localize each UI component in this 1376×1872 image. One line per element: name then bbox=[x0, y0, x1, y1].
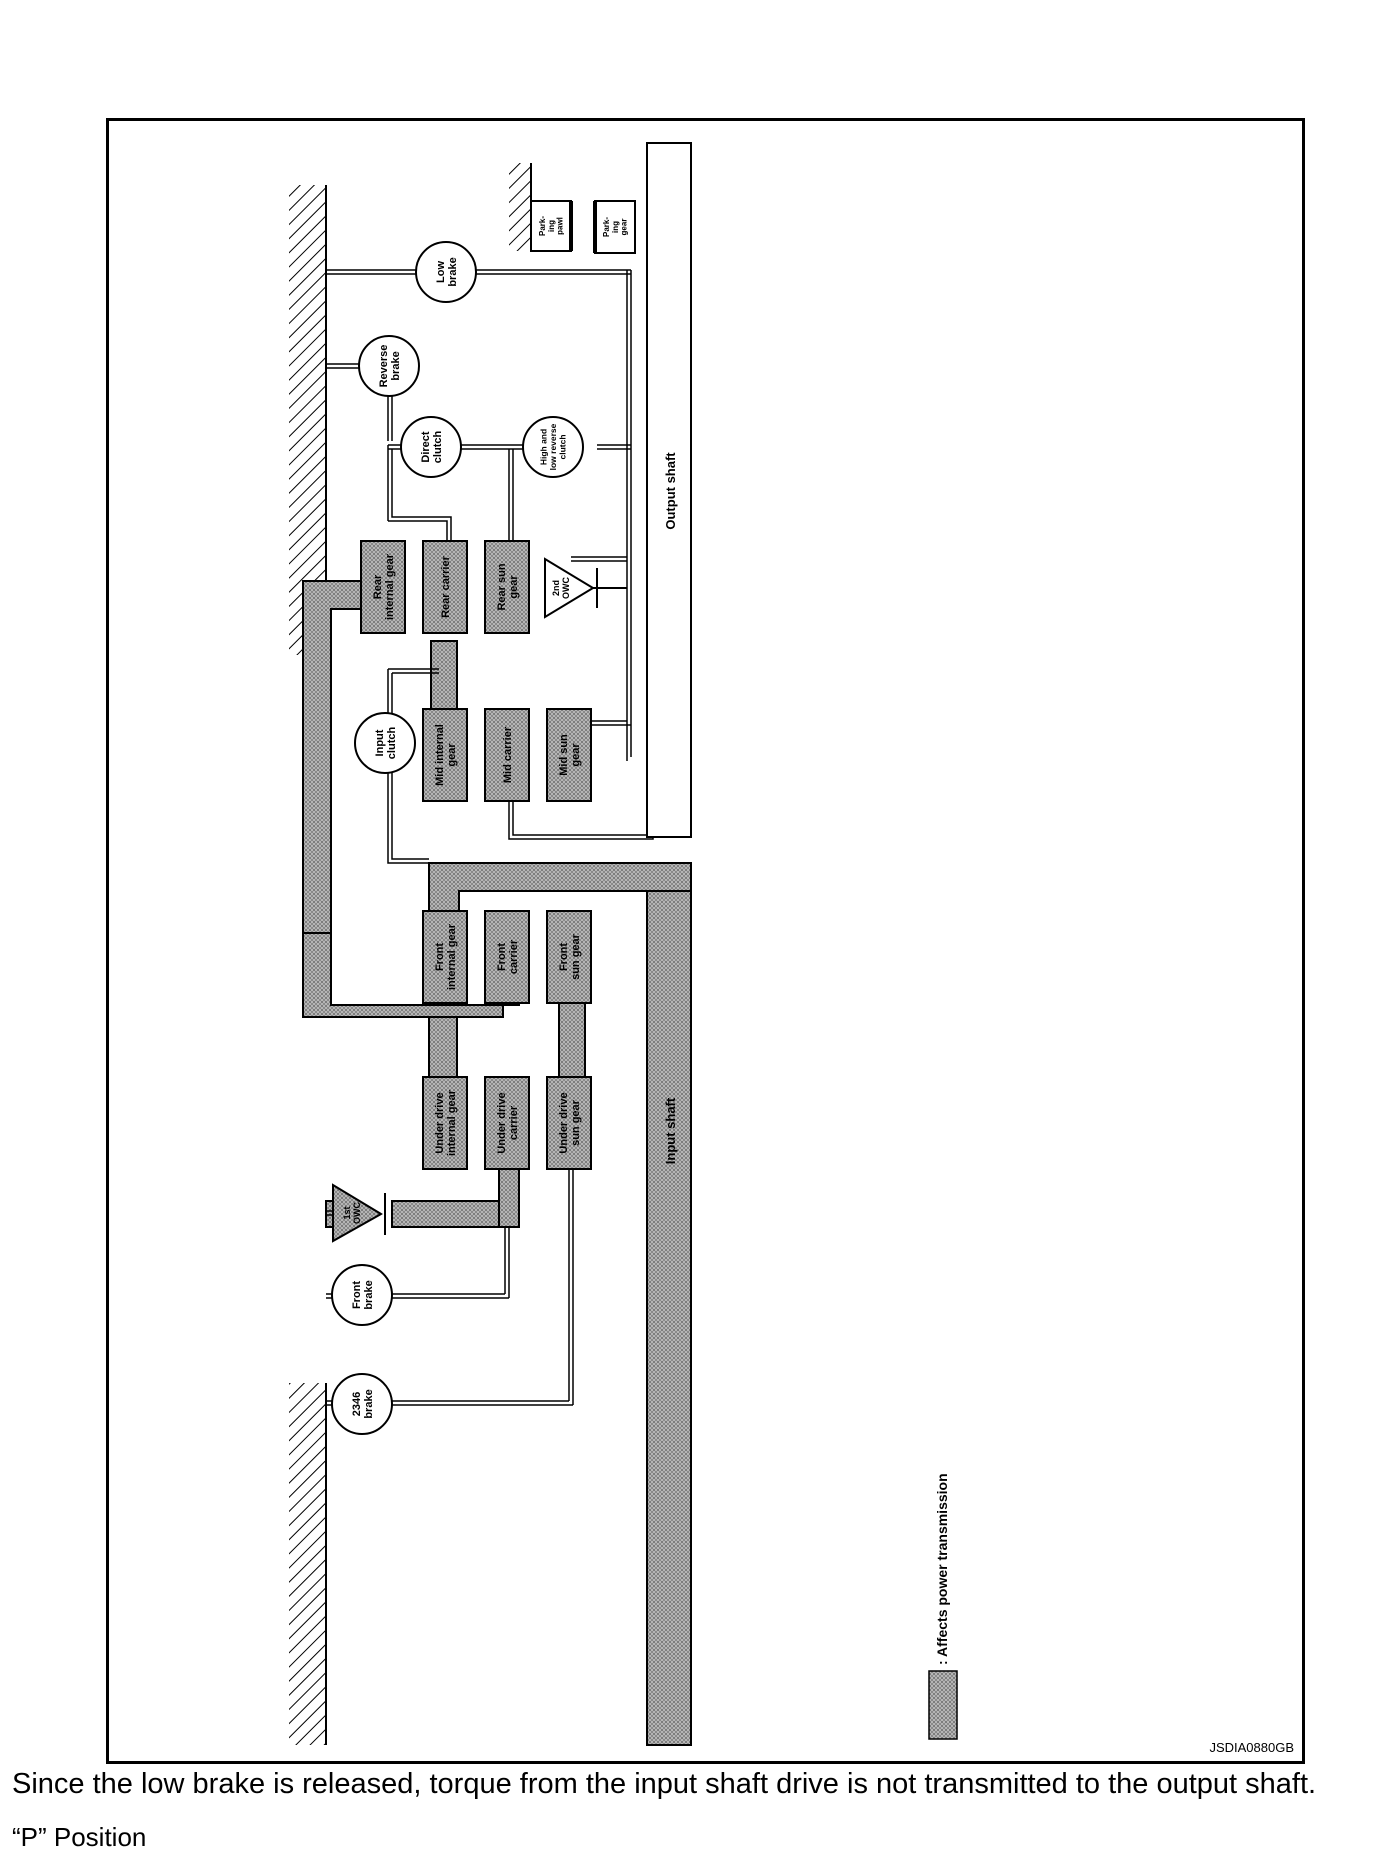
mid-carrier-box bbox=[484, 708, 530, 802]
rear-sun-gear-box bbox=[484, 540, 530, 634]
parking-gear-label: Park-inggear bbox=[602, 217, 629, 237]
direct-clutch-label: Directclutch bbox=[420, 431, 444, 464]
mid-carrier-label: Mid carrier bbox=[502, 726, 514, 783]
output-shaft: Output shaft bbox=[646, 142, 692, 838]
low-brake-circle bbox=[415, 241, 477, 303]
mid-sun-gear-label: Mid sungear bbox=[558, 734, 582, 776]
input-clutch-label: Inputclutch bbox=[374, 727, 398, 760]
owc-2nd bbox=[544, 557, 627, 619]
power-path-shaded bbox=[302, 580, 692, 1746]
mid-sun-gear-box bbox=[546, 708, 592, 802]
brake-2346-circle bbox=[331, 1373, 393, 1435]
rear-sun-gear-label: Rear sungear bbox=[496, 563, 520, 610]
ground-hatch-top bbox=[289, 185, 327, 655]
owc-1st-label: 1stOWC bbox=[342, 1202, 362, 1224]
mechanical-links bbox=[326, 269, 654, 1406]
gear-boxes bbox=[360, 540, 592, 1170]
front-internal-gear-label: Frontinternal gear bbox=[434, 923, 458, 990]
clutch-brake-circles bbox=[331, 241, 584, 1435]
parking-gear-box bbox=[594, 200, 636, 254]
brake-2346-label: 2346brake bbox=[351, 1389, 375, 1418]
input-shaft-label: Input shaft bbox=[663, 1097, 678, 1164]
diagram-frame: Output shaft Input shaft bbox=[106, 118, 1305, 1764]
front-carrier-label: Frontcarrier bbox=[496, 939, 520, 974]
owc-1st bbox=[332, 1183, 386, 1243]
ud-sun-gear-box bbox=[546, 1076, 592, 1170]
mid-internal-gear-label: Mid internalgear bbox=[434, 724, 458, 786]
front-carrier-box bbox=[484, 910, 530, 1004]
ud-carrier-label: Under drivecarrier bbox=[496, 1092, 520, 1153]
rear-internal-gear-label: Rearinternal gear bbox=[372, 553, 396, 620]
legend-swatch bbox=[928, 1670, 958, 1740]
input-clutch-circle bbox=[354, 712, 416, 774]
ud-carrier-box bbox=[484, 1076, 530, 1170]
front-sun-gear-box bbox=[546, 910, 592, 1004]
low-brake-label: Lowbrake bbox=[435, 257, 459, 286]
figure-code: JSDIA0880GB bbox=[1209, 1740, 1294, 1755]
owc-2nd-label: 2ndOWC bbox=[551, 577, 571, 599]
ud-internal-gear-box bbox=[422, 1076, 468, 1170]
rear-carrier-label: Rear carrier bbox=[440, 555, 452, 617]
ground-hatch-parking bbox=[509, 163, 532, 251]
input-shaft-bar bbox=[646, 868, 692, 1746]
mid-internal-link bbox=[430, 640, 458, 710]
position-heading: “P” Position bbox=[12, 1822, 147, 1852]
output-shaft-label: Output shaft bbox=[663, 452, 678, 530]
hlr-clutch-circle bbox=[522, 416, 584, 478]
power-transmission-diagram: Output shaft Input shaft bbox=[289, 142, 958, 1746]
reverse-brake-label: Reversebrake bbox=[378, 345, 402, 388]
ud-sun-gear-label: Under drivesun gear bbox=[558, 1092, 582, 1153]
front-brake-circle bbox=[331, 1264, 393, 1326]
rear-internal-path bbox=[302, 580, 362, 934]
ud-internal-link bbox=[428, 1016, 458, 1078]
ground-hatch-bottom bbox=[289, 1383, 327, 1745]
front-brake-label: Frontbrake bbox=[351, 1280, 375, 1309]
front-internal-gear-box bbox=[422, 910, 468, 1004]
hlr-clutch-label: High andlow reverseclutch bbox=[539, 423, 568, 470]
reverse-brake-circle bbox=[358, 335, 420, 397]
mid-internal-gear-box bbox=[422, 708, 468, 802]
ud-internal-gear-label: Under driveinternal gear bbox=[434, 1089, 458, 1156]
caption-text: Since the low brake is released, torque … bbox=[12, 1768, 1317, 1800]
legend-text: : Affects power transmission bbox=[934, 1473, 950, 1665]
rear-carrier-box bbox=[422, 540, 468, 634]
rear-internal-gear-box bbox=[360, 540, 406, 634]
parking-pawl-label: Park-ingpawl bbox=[538, 216, 565, 236]
front-sun-gear-label: Frontsun gear bbox=[558, 933, 582, 980]
direct-clutch-circle bbox=[400, 416, 462, 478]
